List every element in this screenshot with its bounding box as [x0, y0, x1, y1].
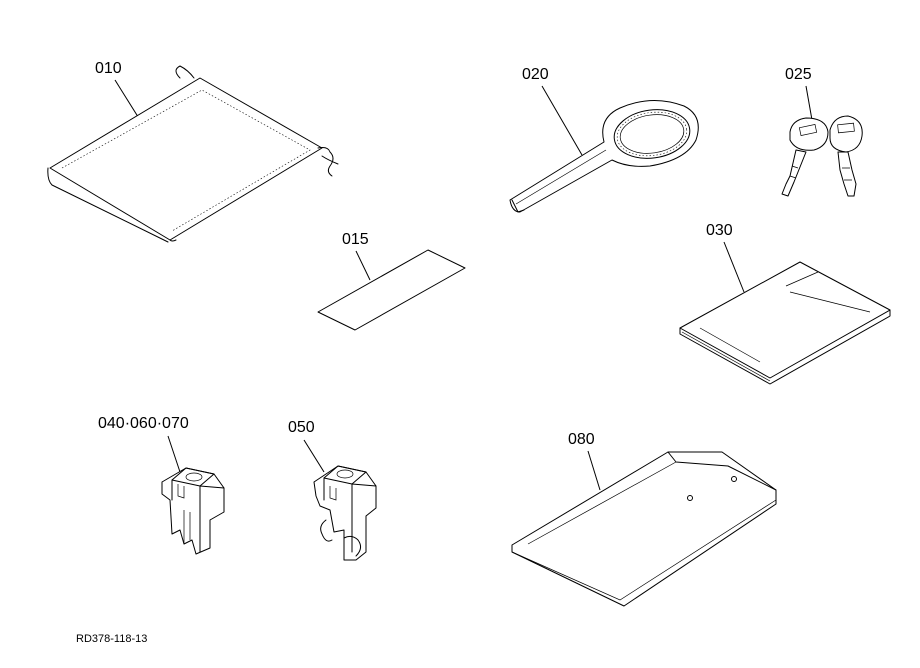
part-number-025: 025 — [785, 66, 812, 83]
part-tool-bag: 010 — [47, 60, 339, 243]
connector-a-body — [161, 467, 225, 555]
envelope-body — [511, 451, 777, 607]
part-number-010: 010 — [95, 60, 122, 77]
connector-b-clips — [320, 519, 362, 557]
key-left — [781, 117, 829, 197]
leader-040 — [167, 435, 181, 473]
document-code: RD378-118-13 — [76, 633, 147, 645]
part-number-030: 030 — [706, 222, 733, 239]
leader-010 — [114, 79, 141, 121]
part-number-080: 080 — [568, 431, 595, 448]
leader-020 — [541, 85, 583, 156]
leader-025 — [805, 85, 813, 121]
part-number-040-060-070: 040·060·070 — [98, 415, 189, 432]
part-manual: 030 — [679, 222, 891, 385]
leader-015 — [355, 250, 371, 281]
part-wrench: 020 — [509, 66, 699, 213]
key-right — [829, 115, 863, 197]
envelope-hole-1 — [687, 495, 693, 501]
drawstring-side — [317, 147, 334, 177]
leader-080 — [587, 450, 601, 491]
manual-thickness — [679, 309, 891, 385]
manual-print-lines — [699, 271, 871, 363]
part-connector-b: 050 — [288, 419, 377, 561]
part-number-020: 020 — [522, 66, 549, 83]
part-connector-a: 040·060·070 — [98, 415, 225, 555]
tool-bag-edge — [47, 167, 169, 243]
leader-050 — [303, 439, 325, 473]
tool-bag-body — [49, 77, 323, 241]
part-number-050: 050 — [288, 419, 315, 436]
envelope-hole-2 — [731, 476, 737, 482]
part-label-sheet: 015 — [317, 231, 466, 331]
wrench-ring-outer — [613, 109, 691, 159]
drawstring-top — [175, 65, 195, 79]
part-keys: 025 — [781, 66, 863, 197]
part-number-015: 015 — [342, 231, 369, 248]
wrench-ring-inner — [619, 114, 685, 154]
envelope-flap — [667, 451, 777, 491]
manual-cover — [679, 261, 891, 379]
part-envelope: 080 — [511, 431, 777, 607]
wrench-body — [509, 99, 699, 213]
connector-b-body — [313, 465, 377, 561]
leader-030 — [723, 241, 745, 293]
label-sheet-body — [317, 249, 466, 331]
